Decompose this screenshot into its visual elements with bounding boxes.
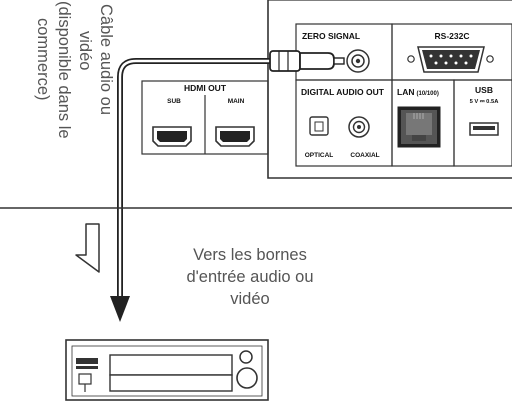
hdmi-out-section: HDMI OUT SUB MAIN (141, 80, 269, 155)
cable-label-line-3: (disponible dans le (55, 1, 73, 139)
audio-video-cable (110, 50, 345, 322)
hdmi-main-label: MAIN (228, 98, 245, 105)
receiver-volume-knob (236, 367, 258, 389)
lan-section: LAN(10/100) (391, 79, 455, 167)
lan-label: LAN (397, 87, 414, 97)
optical-label: OPTICAL (305, 152, 334, 159)
destination-label: Vers les bornes d'entrée audio ou vidéo (150, 244, 350, 310)
receiver-slot-icon (76, 358, 98, 364)
svg-text:Câble audio ou vidéo: Câble audio ou vidéo (disponible dans le… (34, 1, 115, 143)
zero-signal-jack (346, 49, 370, 73)
hdmi-sub-port (152, 126, 192, 147)
hdmi-main-port (215, 126, 255, 147)
hdmi-out-label: HDMI OUT (184, 83, 227, 93)
cable-label-line-2: vidéo (76, 31, 94, 70)
coaxial-jack (348, 116, 370, 138)
usb-port (469, 122, 499, 136)
rs232c-section: RS-232C (391, 23, 512, 81)
hdmi-sub-label: SUB (167, 98, 181, 105)
cable-label-line-1: Câble audio ou (97, 4, 115, 115)
cable-label: Câble audio ou vidéo (disponible dans le… (34, 1, 115, 143)
lan-speed-label: (10/100) (416, 91, 438, 97)
cable-label-line-4: commerce) (34, 18, 52, 101)
receiver-small-knob (239, 350, 253, 364)
cable-arrowhead (110, 296, 130, 322)
lan-port (397, 106, 441, 148)
rs232c-label: RS-232C (435, 31, 470, 41)
usb-label: USB (475, 85, 493, 95)
svg-text:LAN(10/100): LAN(10/100) (397, 87, 439, 97)
rca-plug (269, 50, 345, 72)
av-receiver (65, 339, 269, 401)
destination-label-line-1: Vers les bornes (193, 246, 307, 264)
usb-rating-label: 5 V ⎓ 0.5A (470, 99, 500, 105)
usb-section: USB 5 V ⎓ 0.5A (453, 79, 512, 167)
digital-audio-out-section: DIGITAL AUDIO OUT OPTICAL COAXIAL (295, 79, 393, 167)
receiver-port-icon (78, 373, 92, 385)
rs232c-port (407, 46, 494, 73)
zero-signal-section: ZERO SIGNAL (295, 23, 393, 81)
destination-label-line-3: vidéo (230, 290, 270, 308)
optical-port (309, 116, 329, 136)
destination-label-line-2: d'entrée audio ou (186, 268, 314, 286)
zero-signal-label: ZERO SIGNAL (302, 31, 360, 41)
coaxial-label: COAXIAL (350, 152, 379, 159)
down-arrow-icon (75, 223, 100, 273)
digital-audio-out-label: DIGITAL AUDIO OUT (301, 87, 385, 97)
player-rear-panel: ZERO SIGNAL RS-232C (141, 0, 512, 179)
receiver-display (109, 354, 233, 376)
